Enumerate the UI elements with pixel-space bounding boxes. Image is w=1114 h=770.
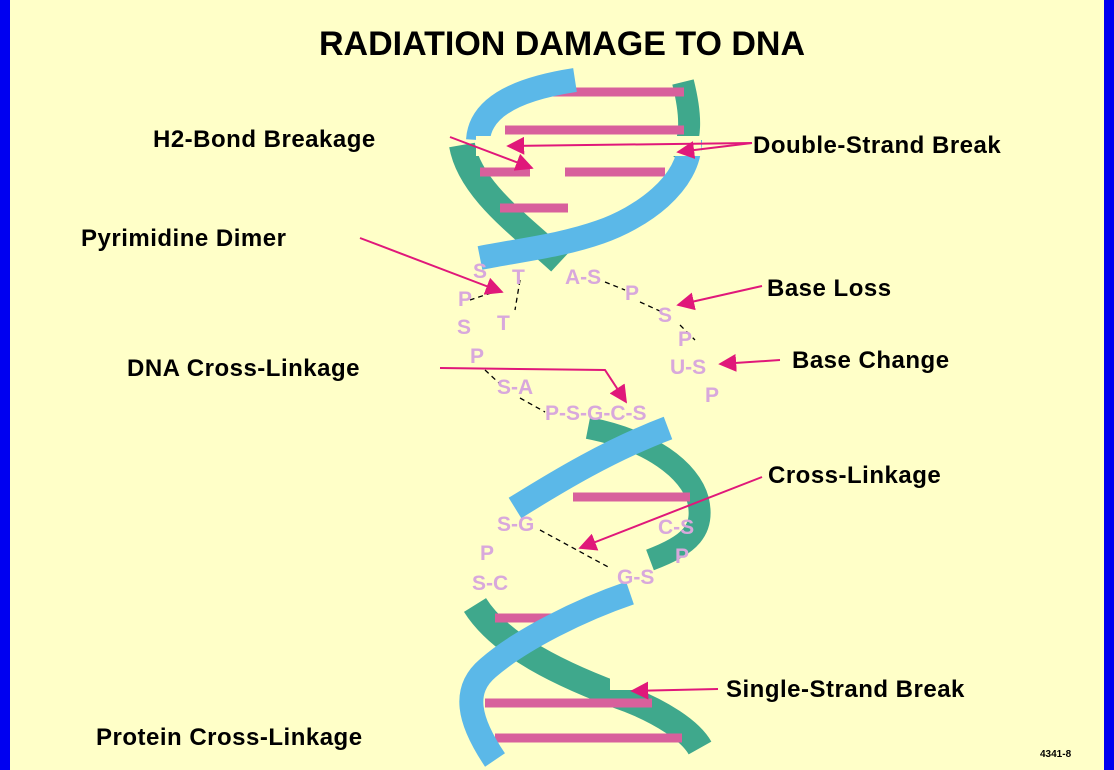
backbone-link bbox=[470, 290, 500, 300]
seq-s-a: S-A bbox=[497, 376, 533, 399]
middle-helix bbox=[515, 428, 700, 560]
seq-s2: S bbox=[658, 304, 672, 327]
label-base-loss: Base Loss bbox=[767, 275, 892, 302]
label-single-strand-break: Single-Strand Break bbox=[726, 676, 965, 703]
seq-c-s: C-S bbox=[658, 516, 694, 539]
seq-g-s: G-S bbox=[617, 566, 654, 589]
page-title: RADIATION DAMAGE TO DNA bbox=[319, 25, 805, 63]
seq-s-g: S-G bbox=[497, 513, 534, 536]
single-strand-gap bbox=[610, 676, 670, 690]
seq-s3: S bbox=[457, 316, 471, 339]
label-cross-linkage: Cross-Linkage bbox=[768, 462, 941, 489]
seq-u-s: U-S bbox=[670, 356, 706, 379]
cross-link-bond bbox=[540, 530, 610, 568]
label-protein-cross-linkage: Protein Cross-Linkage bbox=[96, 724, 363, 751]
upper-blue-strand-mid bbox=[480, 140, 690, 258]
seq-p-s-g-c-s: P-S-G-C-S bbox=[545, 402, 647, 425]
backbone-link bbox=[520, 398, 545, 412]
upper-helix bbox=[462, 80, 701, 262]
seq-t2: T bbox=[497, 312, 510, 335]
seq-p4: P bbox=[470, 345, 484, 368]
lower-helix bbox=[471, 593, 700, 760]
label-pyrimidine-dimer: Pyrimidine Dimer bbox=[81, 225, 286, 252]
seq-t1: T bbox=[512, 266, 525, 289]
seq-p2: P bbox=[458, 288, 472, 311]
backbone-link bbox=[605, 282, 625, 290]
seq-p6: P bbox=[480, 542, 494, 565]
seq-p1: P bbox=[625, 282, 639, 305]
seq-a-s: A-S bbox=[565, 266, 601, 289]
seq-p7: P bbox=[675, 545, 689, 568]
label-dna-cross-linkage: DNA Cross-Linkage bbox=[127, 355, 360, 382]
seq-p5: P bbox=[705, 384, 719, 407]
figure-id: 4341-8 bbox=[1040, 749, 1072, 760]
seq-s-c: S-C bbox=[472, 572, 508, 595]
arrow-base-loss bbox=[678, 286, 762, 305]
seq-p3: P bbox=[678, 328, 692, 351]
arrow-base-change bbox=[720, 360, 780, 364]
label-h2-bond-breakage: H2-Bond Breakage bbox=[153, 126, 376, 153]
label-double-strand-break: Double-Strand Break bbox=[753, 132, 1001, 159]
label-base-change: Base Change bbox=[792, 347, 950, 374]
seq-s1: S bbox=[473, 260, 487, 283]
